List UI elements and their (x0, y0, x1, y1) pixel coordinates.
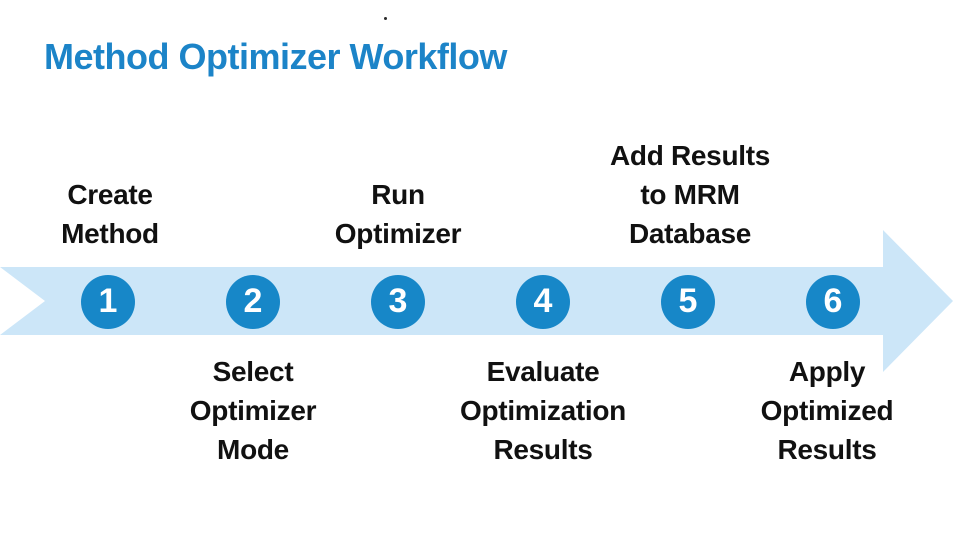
step-label-1: Create Method (61, 179, 159, 249)
step-label-3: Run Optimizer (334, 179, 462, 249)
step-circle-6: 6 (806, 275, 860, 329)
page-title: Method Optimizer Workflow (44, 36, 507, 77)
step-label-2: Select Optimizer Mode (189, 356, 317, 465)
step-label-6: Apply Optimized Results (760, 356, 894, 465)
step-circle-5: 5 (661, 275, 715, 329)
step-label-4: Evaluate Optimization Results (460, 356, 626, 465)
stray-dot (384, 17, 387, 20)
step-circle-3: 3 (371, 275, 425, 329)
step-number-4: 4 (533, 282, 553, 320)
step-circle-2: 2 (226, 275, 280, 329)
step-number-1: 1 (98, 282, 118, 320)
step-label-5: Add Results to MRM Database (609, 140, 771, 249)
step-circle-4: 4 (516, 275, 570, 329)
step-number-2: 2 (243, 282, 263, 320)
step-number-6: 6 (823, 282, 843, 320)
step-number-3: 3 (388, 282, 408, 320)
step-number-5: 5 (678, 282, 698, 320)
arrow-shape (0, 230, 953, 372)
step-circle-1: 1 (81, 275, 135, 329)
